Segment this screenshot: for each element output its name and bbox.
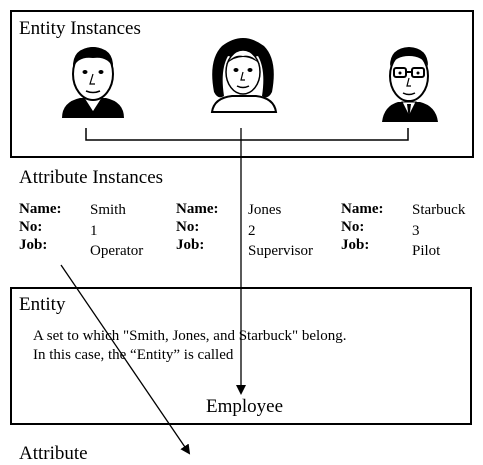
name-value-starbuck: Starbuck bbox=[412, 202, 466, 218]
no-value-smith: 1 bbox=[90, 223, 98, 239]
job-value-jones: Supervisor bbox=[248, 243, 313, 259]
name-label-1: Name: bbox=[19, 201, 62, 217]
job-value-smith: Operator bbox=[90, 243, 144, 259]
name-label-3: Name: bbox=[341, 201, 384, 217]
name-value-jones: Jones bbox=[248, 202, 282, 218]
attribute-title: Attribute bbox=[19, 443, 88, 464]
no-label-2: No: bbox=[176, 219, 200, 235]
name-label-2: Name: bbox=[176, 201, 219, 217]
job-label-3: Job: bbox=[341, 237, 370, 253]
entity-description-line2: In this case, the “Entity” is called bbox=[33, 347, 234, 363]
no-value-starbuck: 3 bbox=[412, 223, 420, 239]
no-value-jones: 2 bbox=[248, 223, 256, 239]
job-value-starbuck: Pilot bbox=[412, 243, 441, 259]
job-label-1: Job: bbox=[19, 237, 48, 253]
arrow-job-to-attribute bbox=[60, 264, 191, 455]
man-with-glasses-portrait-icon bbox=[382, 47, 438, 122]
name-value-smith: Smith bbox=[90, 202, 126, 218]
woman-portrait-icon bbox=[210, 38, 278, 113]
entity-title: Entity bbox=[19, 294, 66, 315]
entity-instances-title: Entity Instances bbox=[19, 18, 141, 39]
attribute-instances-title: Attribute Instances bbox=[19, 167, 164, 188]
entity-name-employee: Employee bbox=[206, 396, 284, 417]
entity-instances-box bbox=[10, 10, 474, 158]
job-label-2: Job: bbox=[176, 237, 205, 253]
man-portrait-icon bbox=[62, 47, 124, 118]
no-label-1: No: bbox=[19, 219, 43, 235]
instances-bracket bbox=[85, 128, 409, 141]
no-label-3: No: bbox=[341, 219, 365, 235]
